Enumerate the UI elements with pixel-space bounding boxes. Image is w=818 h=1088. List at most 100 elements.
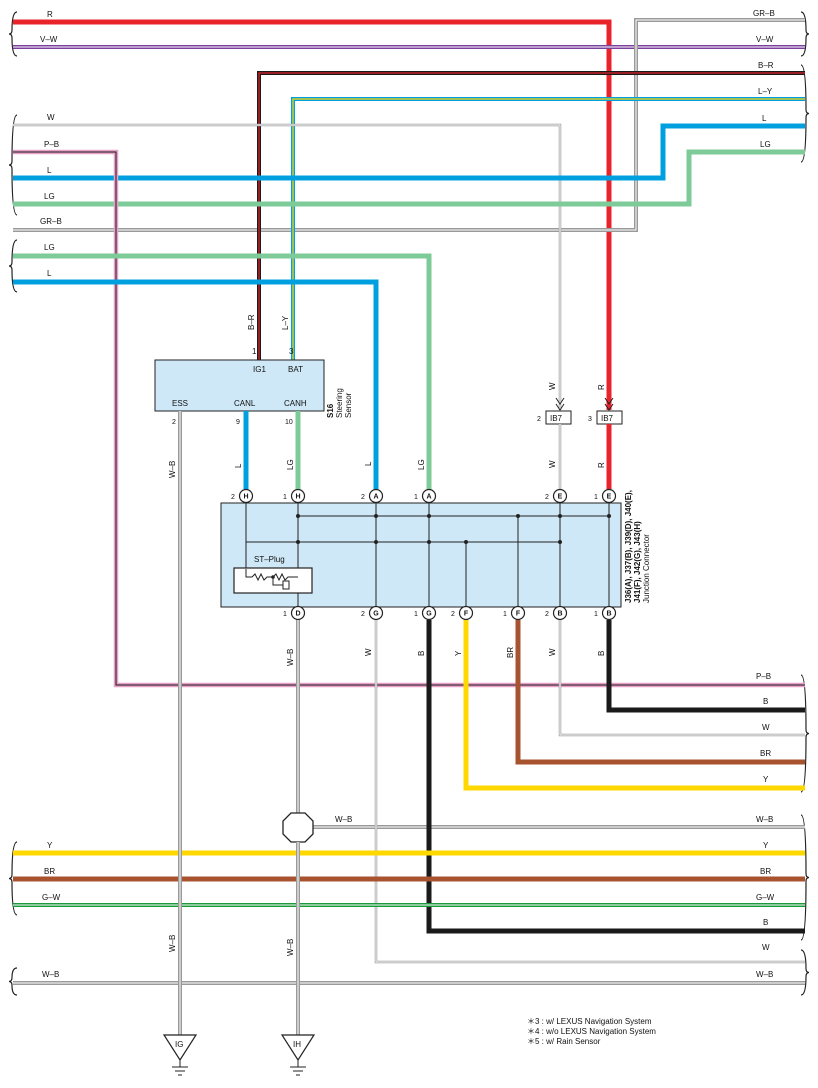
junction-bottom-pin-2-letter: G	[426, 611, 432, 618]
edge-bracket	[8, 239, 18, 293]
edge-bracket	[800, 814, 810, 941]
junction-bottom-pin-3: F2	[451, 605, 474, 621]
wire-label-l-a: L	[364, 461, 373, 466]
wire-label-l-y: L–Y	[758, 87, 773, 96]
wire-label-p-b-right: P–B	[756, 672, 771, 681]
wire-label-lg-right: LG	[760, 140, 771, 149]
wire-lg-right: LG LG	[13, 140, 805, 207]
wire-label-b1: B	[597, 651, 606, 656]
wire-label-ess: W–B	[168, 461, 177, 478]
wire-b2-w: W W	[548, 620, 805, 737]
wire-label-b2: W	[548, 648, 557, 656]
footnote-5: ＊5 : w/ Rain Sensor	[527, 1037, 601, 1046]
junction-top-pin-2: A2	[361, 488, 384, 504]
wire-label-br-right-bottom: BR	[760, 867, 771, 876]
wire-v-w: V–W V–W	[13, 35, 805, 49]
wire-label-w-right: W	[762, 723, 770, 732]
junction-bottom-pin-1: G2	[361, 605, 384, 621]
junction-top-pin-3: A1	[414, 488, 437, 504]
wire-label-v-w-left: V–W	[40, 35, 58, 44]
sensor-pin-bat-num: 3	[289, 347, 294, 356]
junction-top-pin-4-num: 2	[545, 494, 549, 501]
junction-bottom-pin-4: F1	[503, 605, 526, 621]
junction-bottom-pin-5-num: 2	[545, 611, 549, 618]
edge-bracket	[8, 841, 18, 916]
junction-bottom-pin-6-num: 1	[594, 611, 598, 618]
wire-label-w-b-right: W–B	[756, 970, 773, 979]
junction-bottom-pin-6: B1	[594, 605, 617, 621]
junction-bottom-pin-5: B2	[545, 605, 568, 621]
junction-bottom-pin-3-letter: F	[464, 611, 469, 618]
sensor-pin-canh-num: 10	[285, 419, 293, 426]
wire-label-l-right: L	[762, 114, 767, 123]
st-plug-label: ST–Plug	[254, 555, 285, 564]
junction-top-pin-2-letter: A	[373, 494, 378, 501]
wire-label-br-left: BR	[44, 867, 55, 876]
wire-r-top: R	[13, 10, 612, 410]
junction-top-pin-1-letter: H	[295, 494, 300, 501]
edge-bracket	[8, 11, 18, 57]
wire-gr-b: GR–B GR–B	[13, 9, 805, 232]
wire-label-g1: B	[417, 651, 426, 656]
junction-bottom-pin-5-letter: B	[557, 611, 562, 618]
wire-label-b-bottom: B	[763, 918, 768, 927]
junction-top-pin-5-num: 1	[594, 494, 598, 501]
junction-bottom-pin-0: D1	[283, 605, 306, 621]
junction-title-line2: J41(F), J42(G), J43(H)	[633, 521, 642, 603]
junction-top-pin-3-letter: A	[426, 494, 431, 501]
steering-sensor: 1 3 IG1 BAT ESS CANL CANH 2 9 10 S16 Ste…	[154, 347, 353, 426]
wire-label-l-y-vert: L–Y	[281, 315, 290, 330]
wire-label-gr-b-right: GR–B	[753, 9, 775, 18]
junction-bottom-pin-2: G1	[414, 605, 437, 621]
junction-top-pin-1-num: 1	[283, 494, 287, 501]
sensor-name-line1: Steering	[335, 388, 344, 418]
footnote-4: ＊4 : w/o LEXUS Navigation System	[527, 1027, 656, 1036]
wire-label-r-ib7: R	[597, 384, 606, 390]
ib7-left-pin: 2	[537, 416, 541, 423]
wire-label-f1: BR	[506, 647, 515, 658]
wire-label-v-w-right: V–W	[756, 35, 774, 44]
wire-label-b-r: B–R	[758, 61, 774, 70]
junction-top-pin-4-letter: E	[558, 494, 563, 501]
junction-top-pin-0-num: 2	[231, 494, 235, 501]
sensor-pin-canh-label: CANH	[284, 399, 307, 408]
wire-g-w: G–W G–W	[13, 893, 805, 907]
wire-label-splice-w-b-right: W–B	[756, 815, 773, 824]
junction-top-pin-3-num: 1	[414, 494, 418, 501]
junction-connector: ST–Plug J36(A), J37(B), J39(D), J40(E), …	[220, 488, 651, 621]
sensor-pin-ess-label: ESS	[172, 399, 188, 408]
wire-label-ig-w-b: W–B	[168, 935, 177, 952]
junction-top-pin-4: E2	[545, 488, 568, 504]
edge-bracket	[800, 674, 810, 793]
edge-brackets	[8, 11, 810, 996]
wire-label-p-b-left: P–B	[44, 140, 59, 149]
junction-title-line3: Junction Connector	[642, 534, 651, 603]
wire-label-r-e1: R	[597, 462, 606, 468]
wire-br-bottom: BR BR	[13, 867, 805, 882]
junction-bottom-pin-2-num: 1	[414, 611, 418, 618]
wire-l-y: L–Y L–Y	[281, 87, 805, 360]
wire-label-br-right: BR	[760, 749, 771, 758]
wire-canh: LG	[286, 411, 301, 489]
junction-top-pin-1: H1	[283, 488, 306, 504]
junction-bottom-pin-0-letter: D	[295, 611, 300, 618]
junction-bottom-pin-0-num: 1	[283, 611, 287, 618]
footnotes: ＊3 : w/ LEXUS Navigation System ＊4 : w/o…	[527, 1017, 656, 1047]
sensor-pin-bat-label: BAT	[288, 365, 303, 374]
edge-bracket	[800, 64, 810, 163]
wire-label-y-left: Y	[47, 841, 53, 850]
st-plug: ST–Plug	[233, 555, 313, 594]
wire-label-lg-left: LG	[44, 192, 55, 201]
wire-lg-to-a: LG LG	[13, 243, 432, 489]
junction-top-pin-5: E1	[594, 488, 617, 504]
wire-y-bottom: Y Y	[13, 841, 805, 856]
ground-wires-overlay	[178, 840, 300, 1035]
junction-top-pin-5-letter: E	[607, 494, 612, 501]
edge-bracket	[8, 114, 18, 216]
sensor-caption: S16 Steering Sensor	[326, 388, 353, 418]
edge-bracket	[800, 949, 810, 996]
wire-canl: L	[234, 411, 249, 489]
wire-label-g2: W	[364, 648, 373, 656]
wire-label-g-w-right: G–W	[756, 893, 775, 902]
wire-w-top: W	[13, 113, 562, 410]
